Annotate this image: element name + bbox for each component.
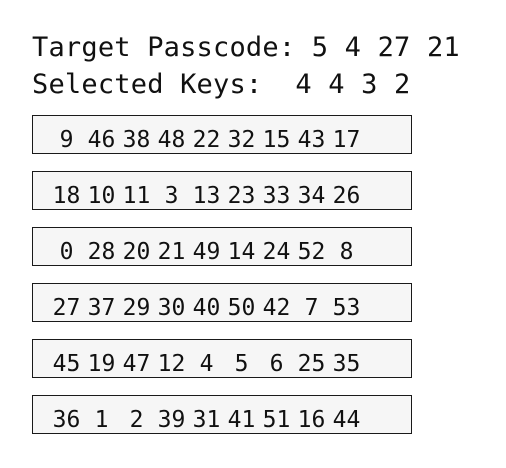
selected-keys-label: Selected Keys: <box>32 69 263 100</box>
key-25[interactable]: 25 <box>297 351 326 377</box>
key-26[interactable]: 26 <box>332 183 361 209</box>
selected-keys-line: Selected Keys: 4 4 3 2 <box>32 67 411 103</box>
key-23[interactable]: 23 <box>227 183 256 209</box>
key-27[interactable]: 27 <box>52 295 81 321</box>
key-41[interactable]: 41 <box>227 407 256 433</box>
key-36[interactable]: 36 <box>52 407 81 433</box>
key-7[interactable]: 7 <box>304 295 319 321</box>
key-49[interactable]: 49 <box>192 239 221 265</box>
key-32[interactable]: 32 <box>227 127 256 153</box>
key-19[interactable]: 19 <box>87 351 116 377</box>
key-9[interactable]: 9 <box>59 127 74 153</box>
key-44[interactable]: 44 <box>332 407 361 433</box>
key-34[interactable]: 34 <box>297 183 326 209</box>
key-45[interactable]: 45 <box>52 351 81 377</box>
key-3[interactable]: 3 <box>164 183 179 209</box>
key-24[interactable]: 24 <box>262 239 291 265</box>
key-28[interactable]: 28 <box>87 239 116 265</box>
key-35[interactable]: 35 <box>332 351 361 377</box>
target-passcode-label: Target Passcode: <box>32 32 296 63</box>
key-1[interactable]: 1 <box>94 407 109 433</box>
key-15[interactable]: 15 <box>262 127 291 153</box>
selected-keys-values: 4 4 3 2 <box>295 69 411 100</box>
key-40[interactable]: 40 <box>192 295 221 321</box>
key-38[interactable]: 38 <box>122 127 151 153</box>
key-0[interactable]: 0 <box>59 239 74 265</box>
key-18[interactable]: 18 <box>52 183 81 209</box>
key-21[interactable]: 21 <box>157 239 186 265</box>
key-10[interactable]: 10 <box>87 183 116 209</box>
key-51[interactable]: 51 <box>262 407 291 433</box>
key-39[interactable]: 39 <box>157 407 186 433</box>
key-31[interactable]: 31 <box>192 407 221 433</box>
target-passcode-line: Target Passcode: 5 4 27 21 <box>32 30 460 66</box>
key-53[interactable]: 53 <box>332 295 361 321</box>
key-20[interactable]: 20 <box>122 239 151 265</box>
key-8[interactable]: 8 <box>339 239 354 265</box>
key-48[interactable]: 48 <box>157 127 186 153</box>
key-6[interactable]: 6 <box>269 351 284 377</box>
key-47[interactable]: 47 <box>122 351 151 377</box>
key-16[interactable]: 16 <box>297 407 326 433</box>
key-5[interactable]: 5 <box>234 351 249 377</box>
key-42[interactable]: 42 <box>262 295 291 321</box>
key-46[interactable]: 46 <box>87 127 116 153</box>
key-37[interactable]: 37 <box>87 295 116 321</box>
key-33[interactable]: 33 <box>262 183 291 209</box>
key-50[interactable]: 50 <box>227 295 256 321</box>
key-13[interactable]: 13 <box>192 183 221 209</box>
key-4[interactable]: 4 <box>199 351 214 377</box>
key-14[interactable]: 14 <box>227 239 256 265</box>
key-12[interactable]: 12 <box>157 351 186 377</box>
key-22[interactable]: 22 <box>192 127 221 153</box>
key-43[interactable]: 43 <box>297 127 326 153</box>
key-11[interactable]: 11 <box>122 183 151 209</box>
key-30[interactable]: 30 <box>157 295 186 321</box>
key-17[interactable]: 17 <box>332 127 361 153</box>
key-2[interactable]: 2 <box>129 407 144 433</box>
key-52[interactable]: 52 <box>297 239 326 265</box>
target-passcode-values: 5 4 27 21 <box>311 32 460 63</box>
key-29[interactable]: 29 <box>122 295 151 321</box>
